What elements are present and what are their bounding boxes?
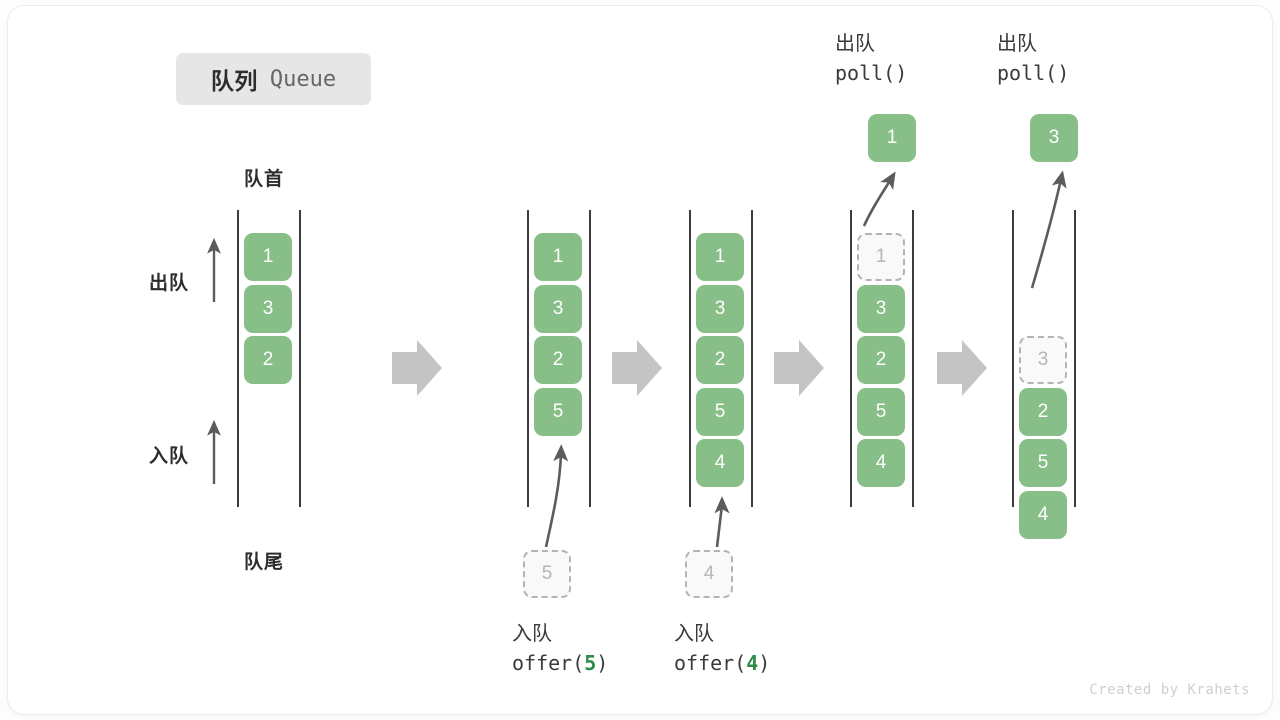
queue-element: 2 bbox=[857, 336, 905, 384]
title-label-cn: 队列 bbox=[210, 68, 258, 94]
popped-element: 1 bbox=[868, 114, 916, 162]
operation-caption-cn: 出队 bbox=[835, 33, 875, 55]
queue-rail-left bbox=[237, 210, 239, 507]
step-arrow bbox=[937, 340, 987, 396]
title-badge: 队列 Queue bbox=[176, 53, 371, 105]
operation-caption: 出队 poll() bbox=[997, 30, 1069, 88]
operation-caption-cn: 出队 bbox=[997, 33, 1037, 55]
credit-text: Created by Krahets bbox=[1089, 682, 1250, 698]
queue-element: 4 bbox=[857, 439, 905, 487]
queue-rail-left bbox=[1012, 210, 1014, 507]
queue-rail-right bbox=[751, 210, 753, 507]
operation-caption-code: offer(5) bbox=[512, 651, 609, 675]
queue-element: 5 bbox=[1019, 439, 1067, 487]
queue-element: 5 bbox=[696, 387, 744, 436]
queue-element: 3 bbox=[1019, 336, 1067, 384]
operation-caption-code: offer(4) bbox=[674, 651, 771, 675]
pending-element: 5 bbox=[523, 550, 571, 598]
queue-element: 2 bbox=[244, 336, 292, 384]
queue-element: 3 bbox=[244, 284, 292, 333]
queue-rail-right bbox=[1074, 210, 1076, 507]
queue-element: 5 bbox=[534, 387, 582, 436]
queue-rail-right bbox=[589, 210, 591, 507]
dequeue-side-label: 出队 bbox=[149, 273, 190, 294]
queue-element: 2 bbox=[1019, 387, 1067, 436]
step-arrow bbox=[392, 340, 442, 396]
queue-element: 4 bbox=[1019, 490, 1067, 539]
queue-rail-left bbox=[850, 210, 852, 507]
queue-rail-right bbox=[299, 210, 301, 507]
operation-caption: 出队 poll() bbox=[835, 30, 907, 88]
queue-tail-label: 队尾 bbox=[244, 552, 285, 573]
queue-element: 5 bbox=[857, 387, 905, 436]
queue-element: 4 bbox=[696, 439, 744, 487]
pending-element: 4 bbox=[685, 550, 733, 598]
enqueue-side-label: 入队 bbox=[149, 446, 190, 467]
poll-3-arrow bbox=[1030, 170, 1067, 289]
operation-caption-cn: 入队 bbox=[674, 623, 714, 645]
operation-caption: 入队 offer(5) bbox=[512, 620, 608, 678]
queue-head-label: 队首 bbox=[244, 169, 285, 190]
enqueue-4-arrow bbox=[714, 496, 730, 548]
operation-caption: 入队 offer(4) bbox=[674, 620, 770, 678]
operation-caption-cn: 入队 bbox=[512, 623, 552, 645]
queue-element: 1 bbox=[696, 233, 744, 281]
title-label-en: Queue bbox=[269, 66, 337, 92]
step-arrow bbox=[612, 340, 662, 396]
queue-element: 3 bbox=[534, 284, 582, 333]
queue-element: 3 bbox=[857, 284, 905, 333]
queue-element: 1 bbox=[244, 233, 292, 281]
popped-element: 3 bbox=[1030, 114, 1078, 162]
step-arrow bbox=[774, 340, 824, 396]
queue-rail-left bbox=[527, 210, 529, 507]
queue-element: 3 bbox=[696, 284, 744, 333]
operation-caption-code: poll() bbox=[835, 61, 908, 85]
queue-element: 1 bbox=[534, 233, 582, 281]
queue-element: 2 bbox=[696, 336, 744, 384]
queue-element: 2 bbox=[534, 336, 582, 384]
queue-rail-left bbox=[689, 210, 691, 507]
arrows-overlay bbox=[207, 170, 1067, 548]
operation-caption-code: poll() bbox=[997, 61, 1070, 85]
queue-element: 1 bbox=[857, 233, 905, 281]
queue-rail-right bbox=[912, 210, 914, 507]
poll-1-arrow bbox=[862, 171, 896, 227]
enqueue-5-arrow bbox=[544, 444, 569, 548]
